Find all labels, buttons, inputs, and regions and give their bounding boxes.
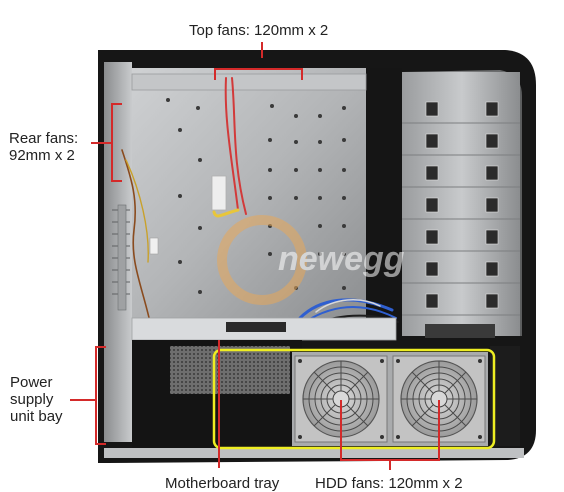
rear-fans-callout xyxy=(91,103,122,182)
psu-vent-mesh xyxy=(170,346,290,394)
motherboard-tray-label: Motherboard tray xyxy=(165,475,280,492)
hdd-fans-label: HDD fans: 120mm x 2 xyxy=(315,475,463,492)
psu-bay-label: Power supply unit bay xyxy=(10,374,63,425)
hdd-fans-highlight xyxy=(212,348,496,450)
motherboard-tray xyxy=(132,68,366,318)
drive-cage-slots xyxy=(425,101,499,309)
newegg-watermark: newegg xyxy=(217,215,405,305)
case-bottom-rail xyxy=(104,448,524,458)
hdd-fans-callout xyxy=(340,400,440,470)
svg-text:newegg: newegg xyxy=(278,240,405,278)
rear-fans-label: Rear fans: 92mm x 2 xyxy=(9,130,79,164)
top-fans-callout xyxy=(214,42,303,80)
top-fans-label: Top fans: 120mm x 2 xyxy=(189,22,329,39)
tray-standoff-holes xyxy=(166,98,346,294)
psu-bay-callout xyxy=(70,346,106,445)
